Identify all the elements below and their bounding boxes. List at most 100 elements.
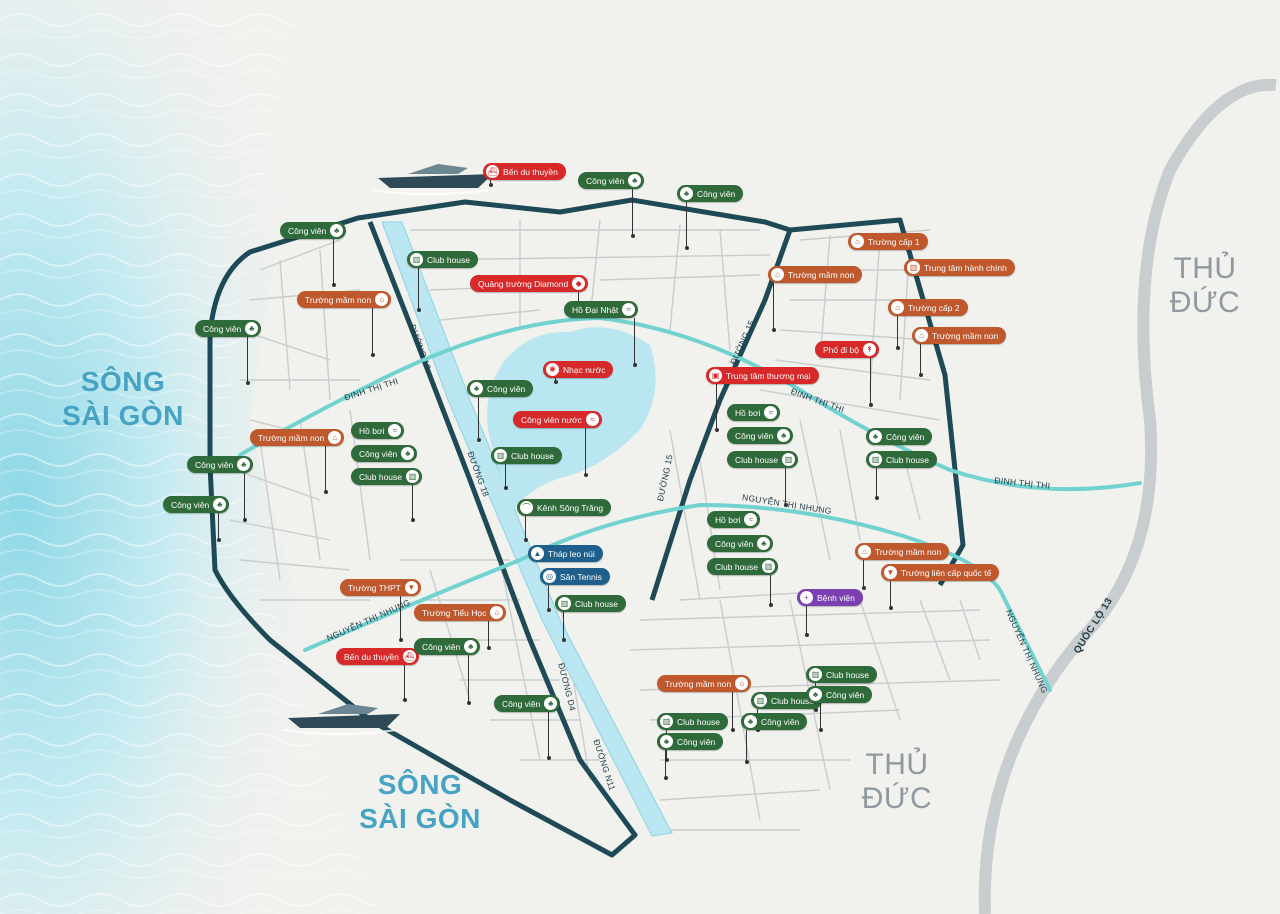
poi-leader-line [874, 468, 879, 500]
poi-cong-vien-top1[interactable]: Công viên♣ [578, 172, 645, 189]
poi-truong-lien-cap[interactable]: Trường liên cấp quốc tế▼ [881, 564, 1000, 581]
poi-label: Club house [427, 254, 471, 265]
poi-label: Công viên [677, 736, 716, 747]
poi-cong-vien-w3[interactable]: Công viên♣ [187, 456, 254, 473]
poi-trung-tam-hanh-chinh[interactable]: Trung tâm hành chính▥ [904, 259, 1015, 276]
poi-cong-vien-nw[interactable]: Công viên♣ [280, 222, 347, 239]
poi-san-tennis[interactable]: Sân Tennis◎ [540, 568, 610, 585]
poi-truong-mam-non-nw[interactable]: Trường mầm non⌂ [297, 291, 392, 308]
poi-label: Công viên [171, 499, 210, 510]
poi-truong-cap-2[interactable]: Trường cấp 2⌂ [888, 299, 968, 316]
poi-label: Trường mầm non [665, 678, 732, 689]
poi-club-house-w[interactable]: Club house▥ [351, 468, 423, 485]
poi-cong-vien-w1[interactable]: Công viên♣ [195, 320, 262, 337]
poi-leader-line [331, 239, 336, 287]
poi-cong-vien-se[interactable]: Công viên♣ [707, 535, 774, 552]
poi-cong-vien-s1[interactable]: Công viên♣ [806, 686, 873, 703]
poi-label: Kênh Sông Trăng [537, 502, 604, 513]
poi-cong-vien-top2[interactable]: Công viên♣ [677, 185, 744, 202]
poi-club-house-e2[interactable]: Club house▥ [866, 451, 938, 468]
poi-cong-vien-s3[interactable]: Công viên♣ [657, 733, 724, 750]
poi-benh-vien[interactable]: Bệnh viện+ [797, 589, 863, 606]
poi-club-house-e1[interactable]: Club house▥ [727, 451, 799, 468]
fountain-icon: ✺ [546, 363, 559, 376]
pool-icon: ≈ [764, 406, 778, 419]
tree-icon: ♣ [401, 447, 415, 460]
poi-label: Sân Tennis [560, 571, 602, 582]
school-icon: ⌂ [490, 606, 504, 619]
poi-cong-vien-s2[interactable]: Công viên♣ [741, 713, 808, 730]
poi-ben-du-thuyen-top[interactable]: Bến du thuyền⛴ [483, 163, 566, 180]
tree-icon: ♣ [330, 224, 344, 237]
poi-label: Trường mầm non [788, 269, 855, 280]
poi-cong-vien-sw2[interactable]: Công viên♣ [494, 695, 561, 712]
poi-truong-mam-non-s[interactable]: Trường mầm non⌂ [657, 675, 752, 692]
poi-leader-line [818, 703, 823, 732]
poi-leader-line [216, 513, 221, 542]
poi-truong-thpt[interactable]: Trường THPT▼ [340, 579, 421, 596]
tree-icon: ♣ [809, 688, 822, 701]
poi-truong-mam-non-ne[interactable]: Trường mầm non⌂ [768, 266, 863, 283]
poi-quang-truong[interactable]: Quảng trường Diamond◆ [470, 275, 589, 292]
poi-ho-boi-se[interactable]: Hồ bơi≈ [707, 511, 761, 528]
poi-leader-line [488, 180, 493, 187]
poi-truong-mam-non-e[interactable]: Trường mầm non⌂ [912, 327, 1007, 344]
poi-nhac-nuoc[interactable]: Nhạc nước✺ [543, 361, 614, 378]
poi-label: Phố đi bộ [823, 344, 859, 355]
poi-cong-vien-e2[interactable]: Công viên♣ [866, 428, 933, 445]
poi-truong-tieu-hoc[interactable]: Trường Tiểu Học⌂ [414, 604, 507, 621]
climb-icon: ▲ [531, 547, 544, 560]
poi-leader-line [416, 268, 421, 312]
poi-label: Hồ Đại Nhật [572, 304, 619, 315]
poi-label: Quảng trường Diamond [478, 278, 569, 289]
poi-leader-line [242, 473, 247, 522]
poi-kenh-song-trang[interactable]: Kênh Sông Trăng⌒ [517, 499, 612, 516]
poi-ho-dai-nhat[interactable]: Hồ Đại Nhật≈ [564, 301, 639, 318]
poi-truong-mam-non-se[interactable]: Trường mầm non⌂ [855, 543, 950, 560]
poi-club-house-s3[interactable]: Club house▥ [657, 713, 729, 730]
poi-club-house-s2[interactable]: Club house▥ [751, 692, 823, 709]
poi-cong-vien-sw1[interactable]: Công viên♣ [414, 638, 481, 655]
poi-label: Club house [886, 454, 930, 465]
poi-cong-vien-lake[interactable]: Công viên ♣ [467, 380, 534, 397]
poi-cong-vien-w4[interactable]: Công viên♣ [163, 496, 230, 513]
poi-truong-mam-non-w[interactable]: Trường mầm non⌂ [250, 429, 345, 446]
poi-label: Club house [715, 561, 759, 572]
school-icon: ⌂ [328, 431, 342, 444]
poi-pho-di-bo[interactable]: Phố đi bộ↟ [815, 341, 879, 358]
poi-leader-line [398, 596, 403, 642]
poi-club-house-s1[interactable]: Club house▥ [806, 666, 878, 683]
poi-thap-leo-nui[interactable]: Tháp leo núi▲ [528, 545, 603, 562]
pool-icon: ≈ [388, 424, 402, 437]
poi-club-house-nw[interactable]: Club house▥ [407, 251, 479, 268]
poi-club-house-lake[interactable]: Club house▥ [491, 447, 563, 464]
poi-label: Club house [826, 669, 870, 680]
poi-leader-line [861, 560, 866, 590]
building-icon: ▥ [754, 694, 767, 707]
poi-ho-boi-e[interactable]: Hồ bơi≈ [727, 404, 781, 421]
poi-ho-boi-w[interactable]: Hồ bơi≈ [351, 422, 405, 439]
building-icon: ▥ [907, 261, 920, 274]
poi-label: Công viên [735, 430, 774, 441]
poi-label: Hồ bơi [359, 425, 385, 436]
building-icon: ▥ [494, 449, 507, 462]
poi-club-house-se[interactable]: Club house▥ [707, 558, 779, 575]
poi-label: Trường THPT [348, 582, 401, 593]
grad-icon: ▼ [404, 581, 418, 594]
region-song-sai-gon-south: SÔNG SÀI GÒN [359, 769, 481, 834]
poi-trung-tam-thuong-mai[interactable]: Trung tâm thương mại▣ [706, 367, 819, 384]
poi-leader-line [503, 464, 508, 490]
poi-cong-vien-e1[interactable]: Công viên♣ [727, 427, 794, 444]
poi-club-house-canal[interactable]: Club house▥ [555, 595, 627, 612]
poi-leader-line [402, 665, 407, 702]
poi-leader-line [771, 283, 776, 332]
tree-icon: ♣ [470, 382, 483, 395]
building-icon: ▥ [762, 560, 776, 573]
poi-label: Công viên [487, 383, 526, 394]
pool-icon: ≈ [622, 303, 636, 316]
poi-leader-line [466, 655, 471, 705]
poi-ben-du-thuyen-sw[interactable]: Bến du thuyền⛴ [336, 648, 419, 665]
poi-cong-vien-nuoc[interactable]: Công viên nước≈ [513, 411, 602, 428]
poi-cong-vien-w2[interactable]: Công viên♣ [351, 445, 418, 462]
poi-truong-cap-1[interactable]: Trường cấp 1⌂ [848, 233, 928, 250]
